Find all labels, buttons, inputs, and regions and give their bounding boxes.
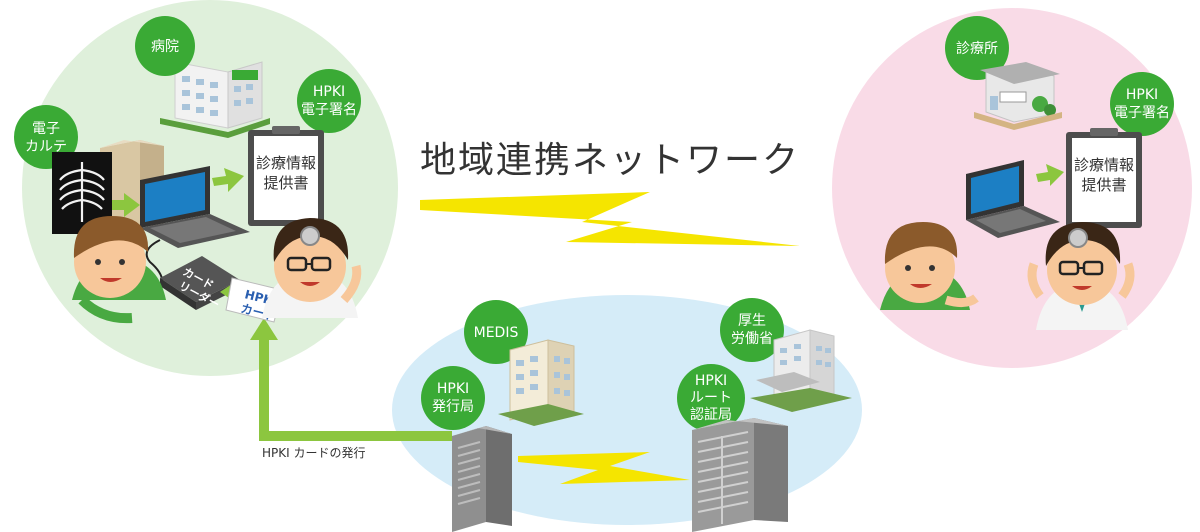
root-ca-badge-line1: HPKI bbox=[695, 373, 727, 389]
issue-caption: HPKI カードの発行 bbox=[262, 446, 365, 460]
clinic-badge: 診療所 bbox=[945, 16, 1009, 80]
hospital-hpki-badge-line1: HPKI bbox=[313, 84, 345, 100]
clinic-building bbox=[974, 62, 1062, 130]
hospital-hpki-badge: HPKI 電子署名 bbox=[297, 69, 361, 133]
root-ca-badge-line3: 認証局 bbox=[690, 407, 732, 423]
root-ca-server bbox=[692, 418, 788, 532]
clinic-hpki-badge-line1: HPKI bbox=[1126, 87, 1158, 103]
hospital-document-line1: 診療情報 bbox=[256, 154, 316, 172]
issuer-server bbox=[452, 426, 512, 532]
hospital-badge-label: 病院 bbox=[151, 39, 179, 55]
issuer-badge-line2: 発行局 bbox=[432, 399, 474, 415]
medis-badge-label: MEDIS bbox=[474, 325, 519, 341]
network-title: 地域連携ネットワーク bbox=[420, 140, 800, 181]
mhlw-badge-line2: 労働省 bbox=[731, 331, 773, 347]
arrow-laptop-to-document bbox=[212, 168, 244, 192]
hospital-doctor bbox=[262, 218, 362, 318]
issuer-badge: HPKI 発行局 bbox=[421, 366, 485, 430]
root-ca-badge: HPKI ルート 認証局 bbox=[677, 364, 745, 432]
hospital-document-line2: 提供書 bbox=[263, 174, 308, 192]
hospital-patient bbox=[72, 216, 166, 324]
issuer-badge-line1: HPKI bbox=[437, 381, 469, 397]
clinic-laptop bbox=[966, 160, 1060, 238]
clinic-hpki-badge: HPKI 電子署名 bbox=[1110, 72, 1174, 136]
lightning-bolt-main bbox=[420, 192, 800, 246]
card-issue-arrow bbox=[250, 318, 452, 441]
mhlw-badge-line1: 厚生 bbox=[738, 313, 766, 329]
clinic-document: 診療情報 提供書 bbox=[1066, 128, 1142, 228]
hospital-document: 診療情報 提供書 bbox=[248, 126, 324, 226]
mhlw-building bbox=[750, 329, 852, 412]
root-ca-badge-line2: ルート bbox=[690, 390, 732, 406]
medis-badge: MEDIS bbox=[464, 300, 528, 364]
lightning-bolt-cert bbox=[518, 452, 690, 484]
clinic-patient bbox=[880, 222, 979, 310]
hospital-laptop bbox=[140, 166, 250, 285]
hospital-badge: 病院 bbox=[135, 16, 195, 76]
medis-building bbox=[498, 339, 584, 426]
emr-badge-line2: カルテ bbox=[25, 139, 67, 155]
clinic-document-line1: 診療情報 bbox=[1074, 156, 1134, 174]
hospital-building bbox=[160, 61, 270, 138]
clinic-document-line2: 提供書 bbox=[1081, 176, 1126, 194]
emr-badge-line1: 電子 bbox=[32, 121, 60, 137]
mhlw-badge: 厚生 労働省 bbox=[720, 298, 784, 362]
arrow-clinic-laptop-to-document bbox=[1036, 164, 1064, 186]
hospital-hpki-badge-line2: 電子署名 bbox=[301, 102, 357, 118]
clinic-badge-label: 診療所 bbox=[956, 40, 998, 57]
arrow-emr-to-laptop bbox=[112, 193, 140, 217]
clinic-doctor bbox=[1027, 222, 1135, 330]
clinic-hpki-badge-line2: 電子署名 bbox=[1114, 105, 1170, 121]
